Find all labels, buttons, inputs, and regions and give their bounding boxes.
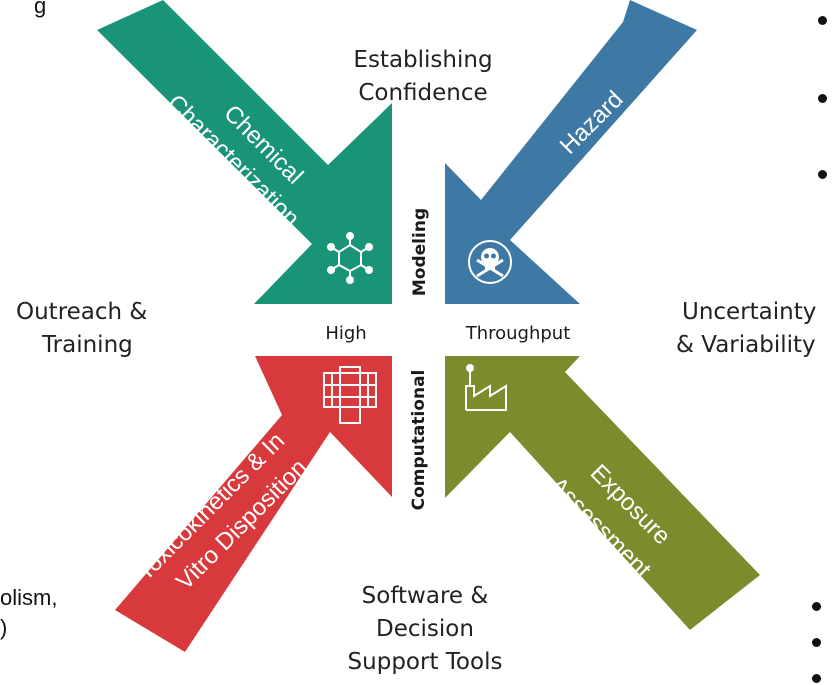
label-right-line1: Uncertainty bbox=[682, 299, 817, 325]
skull-crossbones-icon bbox=[468, 240, 512, 284]
center-label-computational: Computational bbox=[409, 370, 429, 511]
center-label-high: High bbox=[325, 323, 366, 344]
label-left-line1: Outreach & bbox=[16, 299, 148, 325]
label-bottom-line2: Decision bbox=[376, 616, 474, 642]
bullet-right-1 bbox=[818, 16, 827, 25]
cut-text-bottom-left-2: ) bbox=[0, 615, 8, 640]
label-bottom-line3: Support Tools bbox=[347, 649, 503, 675]
center-label-throughput: Throughput bbox=[465, 323, 571, 344]
label-right-line2: & Variability bbox=[676, 332, 816, 358]
cut-text-bottom-left-1: olism, bbox=[0, 585, 58, 610]
label-bottom-line1: Software & bbox=[361, 583, 489, 609]
label-software-decision-support: Software & Decision Support Tools bbox=[325, 580, 525, 679]
bullet-right-5 bbox=[812, 638, 821, 647]
toxicokinetics-arrow-shape bbox=[115, 356, 392, 652]
label-outreach-training: Outreach & Training bbox=[16, 296, 147, 362]
hazard-arrow-shape bbox=[445, 0, 697, 304]
label-left-line2: Training bbox=[42, 332, 133, 358]
cut-text-top-left: g bbox=[34, 0, 47, 18]
molecule-icon bbox=[327, 232, 373, 284]
bullet-right-4 bbox=[812, 602, 821, 611]
chemical-arrow-shape bbox=[97, 0, 392, 304]
label-top-line2: Confidence bbox=[358, 80, 488, 106]
center-label-modeling: Modeling bbox=[410, 208, 430, 296]
lab-instrument-icon bbox=[323, 366, 377, 424]
factory-icon bbox=[465, 364, 507, 411]
bullet-right-2 bbox=[818, 94, 827, 103]
exposure-arrow-shape bbox=[445, 356, 760, 630]
label-top-line1: Establishing bbox=[353, 47, 493, 73]
label-establishing-confidence: Establishing Confidence bbox=[328, 44, 518, 110]
bullet-right-6 bbox=[812, 674, 821, 683]
label-uncertainty-variability: Uncertainty & Variability bbox=[676, 296, 816, 362]
bullet-right-3 bbox=[818, 170, 827, 179]
